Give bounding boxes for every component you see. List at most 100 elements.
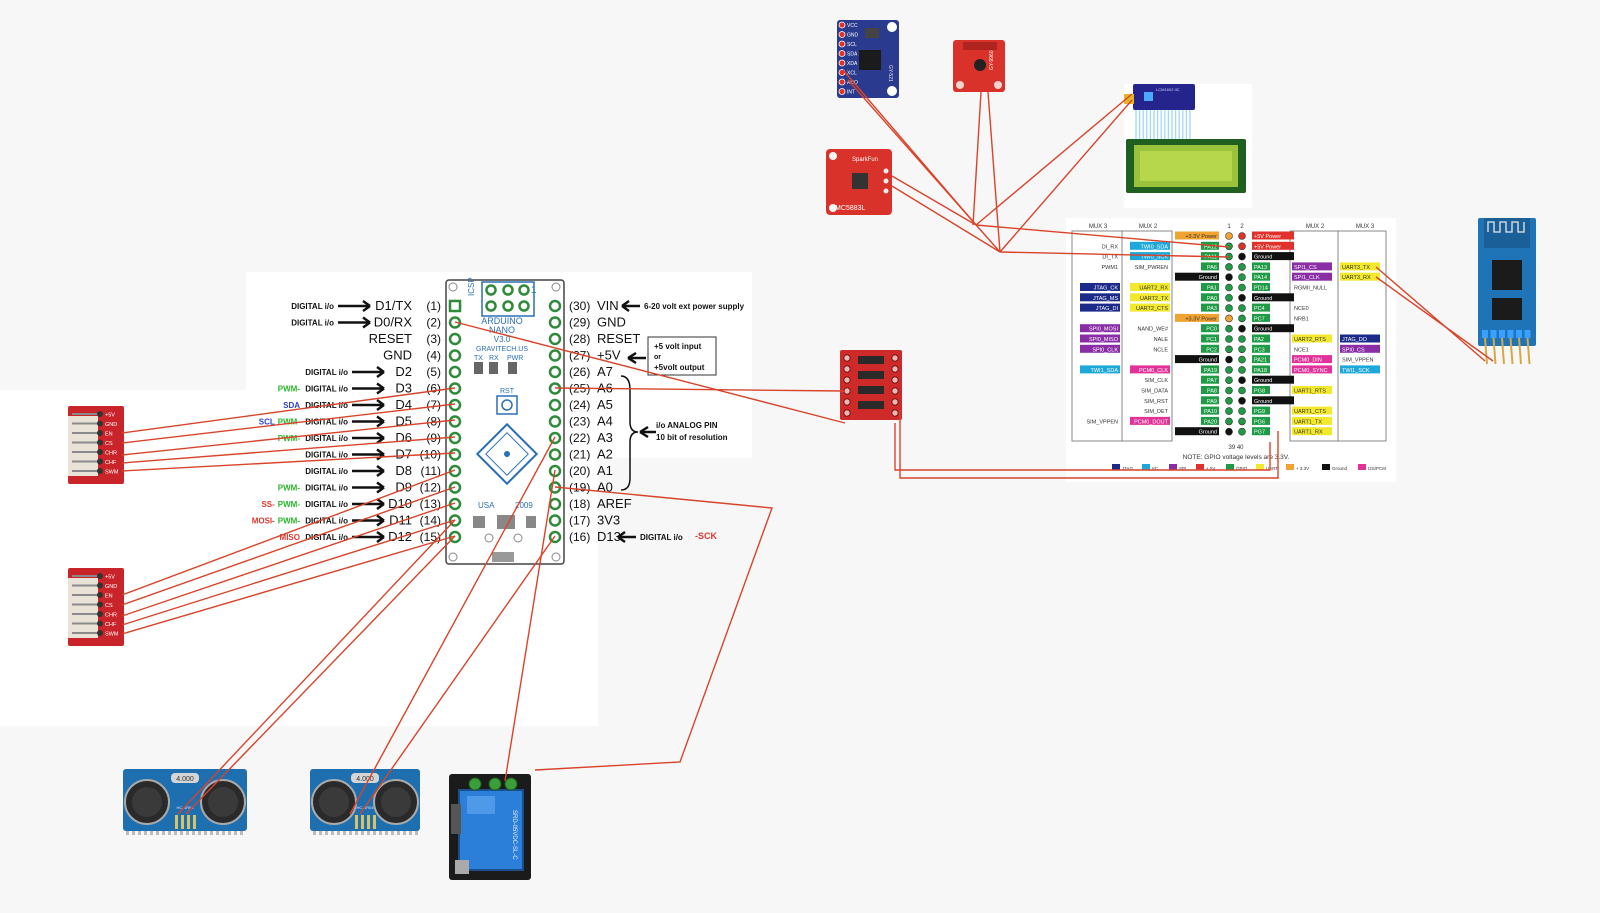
ultrasonic-model-label: HC-SR04 <box>176 805 194 810</box>
pinout-func-left: +3.3V Power <box>1185 316 1217 322</box>
nano-right-label-a1: (20)A1 <box>569 463 613 478</box>
pin-name: RESET <box>597 331 640 346</box>
pin-mode: DIGITAL i/o <box>305 451 348 460</box>
ultrasonic-crystal-label: 4.000 <box>356 776 374 783</box>
reset-button-cap[interactable] <box>501 399 513 411</box>
nano-right-label-reset: (28)RESET <box>569 331 640 346</box>
pinout-mux2-right: PCM0_DIN <box>1294 358 1322 364</box>
pinout-header: 1 <box>1227 224 1231 230</box>
pinout-mux3-right: JTAG_DO <box>1342 337 1368 343</box>
board-year: 2009 <box>515 501 533 510</box>
usb-connector <box>492 552 514 562</box>
pinout-mux2-left: SIM_CLK <box>1144 378 1168 384</box>
pin-arrow <box>352 464 385 478</box>
pin-number: (12) <box>420 481 441 495</box>
pin-name: GND <box>597 315 626 330</box>
pinout-pin-right: PG8 <box>1254 389 1265 395</box>
pinout-func-left: Ground <box>1199 358 1217 364</box>
pinout-pin-left: PC1 <box>1206 337 1217 343</box>
pin-number: (1) <box>426 299 441 313</box>
pin-number: (13) <box>420 497 441 511</box>
pinout-pin-left: PA19 <box>1204 368 1217 374</box>
pinout-pin-left: PA20 <box>1204 419 1217 425</box>
pin-prefix: MISO <box>280 533 300 542</box>
nano-pad-right <box>548 299 562 313</box>
icsp-holes <box>485 284 530 312</box>
pinout-pin-left: PA10 <box>1204 409 1217 415</box>
pinout-mux3-right: SIM_VPPEN <box>1342 358 1374 364</box>
pin-arrow <box>338 299 371 313</box>
pin-name: VIN <box>597 298 619 313</box>
pinout-pin-left: PA11 <box>1204 255 1217 261</box>
nano-right-label-a4: (23)A4 <box>569 414 613 429</box>
pin-name: D12 <box>388 529 412 544</box>
pinout-mux2-right: NCE1 <box>1294 347 1309 353</box>
wire <box>359 535 556 815</box>
pinout-mux3-left: DI_TX <box>1102 255 1118 261</box>
pinout-legend-item: I2S/PCM <box>1368 466 1386 471</box>
nano-pad-right <box>548 448 562 461</box>
mpu-pin-label: GND <box>847 33 859 39</box>
pinout-mux3-left: SPI0_MOSI <box>1089 327 1119 333</box>
pinout-pin-right: PA18 <box>1254 368 1267 374</box>
pinout-mux3-right: SPI0_CS <box>1342 347 1365 353</box>
pinout-mux2-left: UART2_RX <box>1139 286 1168 292</box>
board-name-1: ARDUINO <box>481 316 523 326</box>
reset-button[interactable] <box>496 395 518 415</box>
wire <box>891 185 1001 253</box>
board-maker: GRAVITECH.US <box>476 346 528 353</box>
mount-hole-4 <box>551 282 561 292</box>
pin-mode: DIGITAL i/o <box>305 467 348 476</box>
logic-level-converter <box>840 350 902 420</box>
pinout-func-right: +5V Power <box>1254 234 1281 240</box>
pwr-led-label: PWR <box>507 355 523 362</box>
pin-number: (21) <box>569 448 590 462</box>
analog-arrow <box>639 425 656 439</box>
nano-pad-left <box>448 349 462 362</box>
analog-note-line-2: 10 bit of resolution <box>656 433 728 442</box>
pinout-mux2-right: UART1_RX <box>1294 430 1323 436</box>
pinout-pin-left: PA9 <box>1207 399 1217 405</box>
sensor-pin-label: SWM <box>105 470 119 476</box>
pinout-mux2-right: RGMII_NULL <box>1294 286 1327 292</box>
pinout-note: NOTE: GPIO voltage levels are 3.3V. <box>1183 454 1290 461</box>
nano-right-label-a3: (22)A3 <box>569 430 613 445</box>
wire <box>899 410 1279 479</box>
nano-right-label-a2: (21)A2 <box>569 447 613 462</box>
mpu-name: GY-521 <box>887 65 893 82</box>
pinout-header: MUX 3 <box>1089 224 1108 230</box>
nano-pin-pads <box>448 299 562 544</box>
pinout-pin-right: PG7 <box>1254 430 1265 436</box>
pin-number: (29) <box>569 316 590 330</box>
pinout-mux2-left: TWI0_SCK <box>1140 255 1168 261</box>
pin-name: A1 <box>597 463 613 478</box>
pinout-func-right: Ground <box>1254 327 1272 333</box>
hmc-name: HMC5883L <box>830 205 866 212</box>
icsp-label: ICSP <box>467 277 476 296</box>
pinout-func-left: Ground <box>1199 275 1217 281</box>
pinout-pin-right: PA2 <box>1254 337 1264 343</box>
pin-number: (14) <box>420 514 441 528</box>
nano-pad-right <box>548 316 562 329</box>
pin-arrow <box>352 415 385 428</box>
bluetooth-hc05-module <box>1478 218 1536 365</box>
pin-number: (27) <box>569 349 590 363</box>
sensor-pin-label: CHR <box>105 613 117 619</box>
pinout-mux2-right: UART1_RTS <box>1294 389 1326 395</box>
sensor-pin-label: CHF <box>105 622 117 628</box>
nano-pad-left <box>448 464 462 478</box>
pin-name: D0/RX <box>374 315 413 330</box>
arduino-nano: ICSP 1 ARDUINO NANO V3.0 GRAVITECH.US TX… <box>445 277 565 565</box>
mpu-pin-label: XDA <box>847 61 858 67</box>
pin-number: (2) <box>426 316 441 330</box>
wire <box>975 93 1133 226</box>
pinout-pin-right: PC7 <box>1254 316 1265 322</box>
wire <box>121 403 456 444</box>
pin-name: A7 <box>597 364 613 379</box>
pinout-func-right: Ground <box>1254 255 1272 261</box>
